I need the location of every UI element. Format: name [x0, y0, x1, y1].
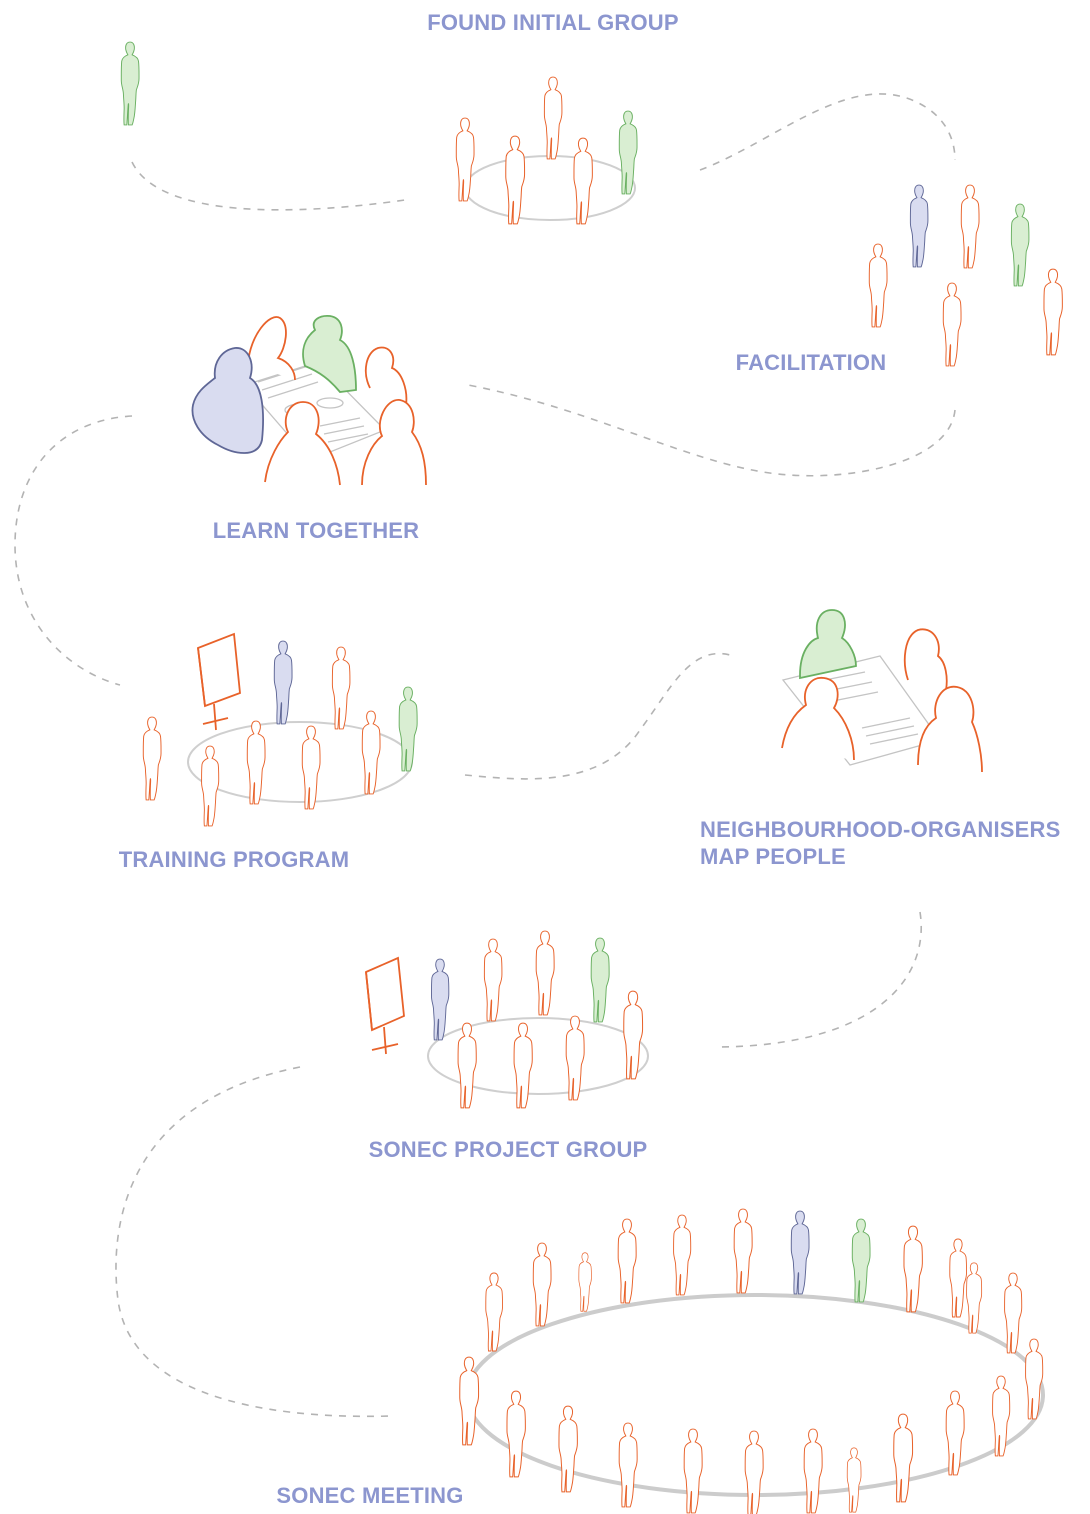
member-figure: [903, 628, 948, 691]
member-figure: [361, 399, 427, 486]
step-label-neighbourhood-line1: NEIGHBOURHOOD-ORGANISERS: [700, 817, 1061, 842]
member-figure: [781, 677, 855, 761]
step-label-training: TRAINING PROGRAM: [119, 847, 350, 872]
step-training-program: TRAINING PROGRAM: [119, 632, 418, 872]
step-label-project: SONEC PROJECT GROUP: [369, 1137, 648, 1162]
newcomer-figure: [799, 609, 857, 680]
facilitator-figure: [191, 347, 264, 454]
newcomer-figure: [302, 315, 357, 393]
journey-path: [14, 93, 956, 1418]
step-found-initial-group: FOUND INITIAL GROUP: [120, 10, 679, 225]
step-label-meeting: SONEC MEETING: [276, 1483, 463, 1508]
newcomer-figure: [851, 1218, 871, 1303]
flipchart-icon: [365, 956, 405, 1055]
member-figures: [868, 184, 1064, 367]
facilitator-figure: [273, 640, 293, 725]
facilitator-figure: [909, 184, 929, 268]
member-figure: [247, 316, 296, 381]
step-sonec-meeting: SONEC MEETING: [276, 1208, 1045, 1514]
circle-ring: [427, 1017, 649, 1095]
step-label-found: FOUND INITIAL GROUP: [427, 10, 679, 35]
step-facilitation: FACILITATION: [736, 184, 1064, 375]
newcomer-figure: [1010, 203, 1030, 287]
member-figures: [457, 930, 644, 1109]
facilitator-figure: [430, 958, 450, 1041]
member-figure: [364, 346, 408, 406]
step-neighbourhood-organisers: NEIGHBOURHOOD-ORGANISERS MAP PEOPLE: [700, 609, 1061, 869]
circle-ring: [464, 155, 636, 221]
flipchart-icon: [197, 632, 241, 731]
step-label-learn: LEARN TOGETHER: [213, 518, 420, 543]
step-label-facilitation: FACILITATION: [736, 350, 887, 375]
member-figure: [264, 401, 341, 486]
step-label-neighbourhood-line2: MAP PEOPLE: [700, 844, 846, 869]
step-learn-together: LEARN TOGETHER: [191, 315, 427, 543]
member-figure: [917, 685, 983, 773]
newcomer-figure: [398, 686, 418, 772]
newcomer-figure: [590, 937, 610, 1023]
member-figures: [455, 76, 594, 225]
member-figures: [458, 1208, 1044, 1514]
facilitator-figure: [790, 1210, 810, 1295]
step-sonec-project-group: SONEC PROJECT GROUP: [365, 930, 649, 1162]
newcomer-figure: [120, 41, 140, 126]
